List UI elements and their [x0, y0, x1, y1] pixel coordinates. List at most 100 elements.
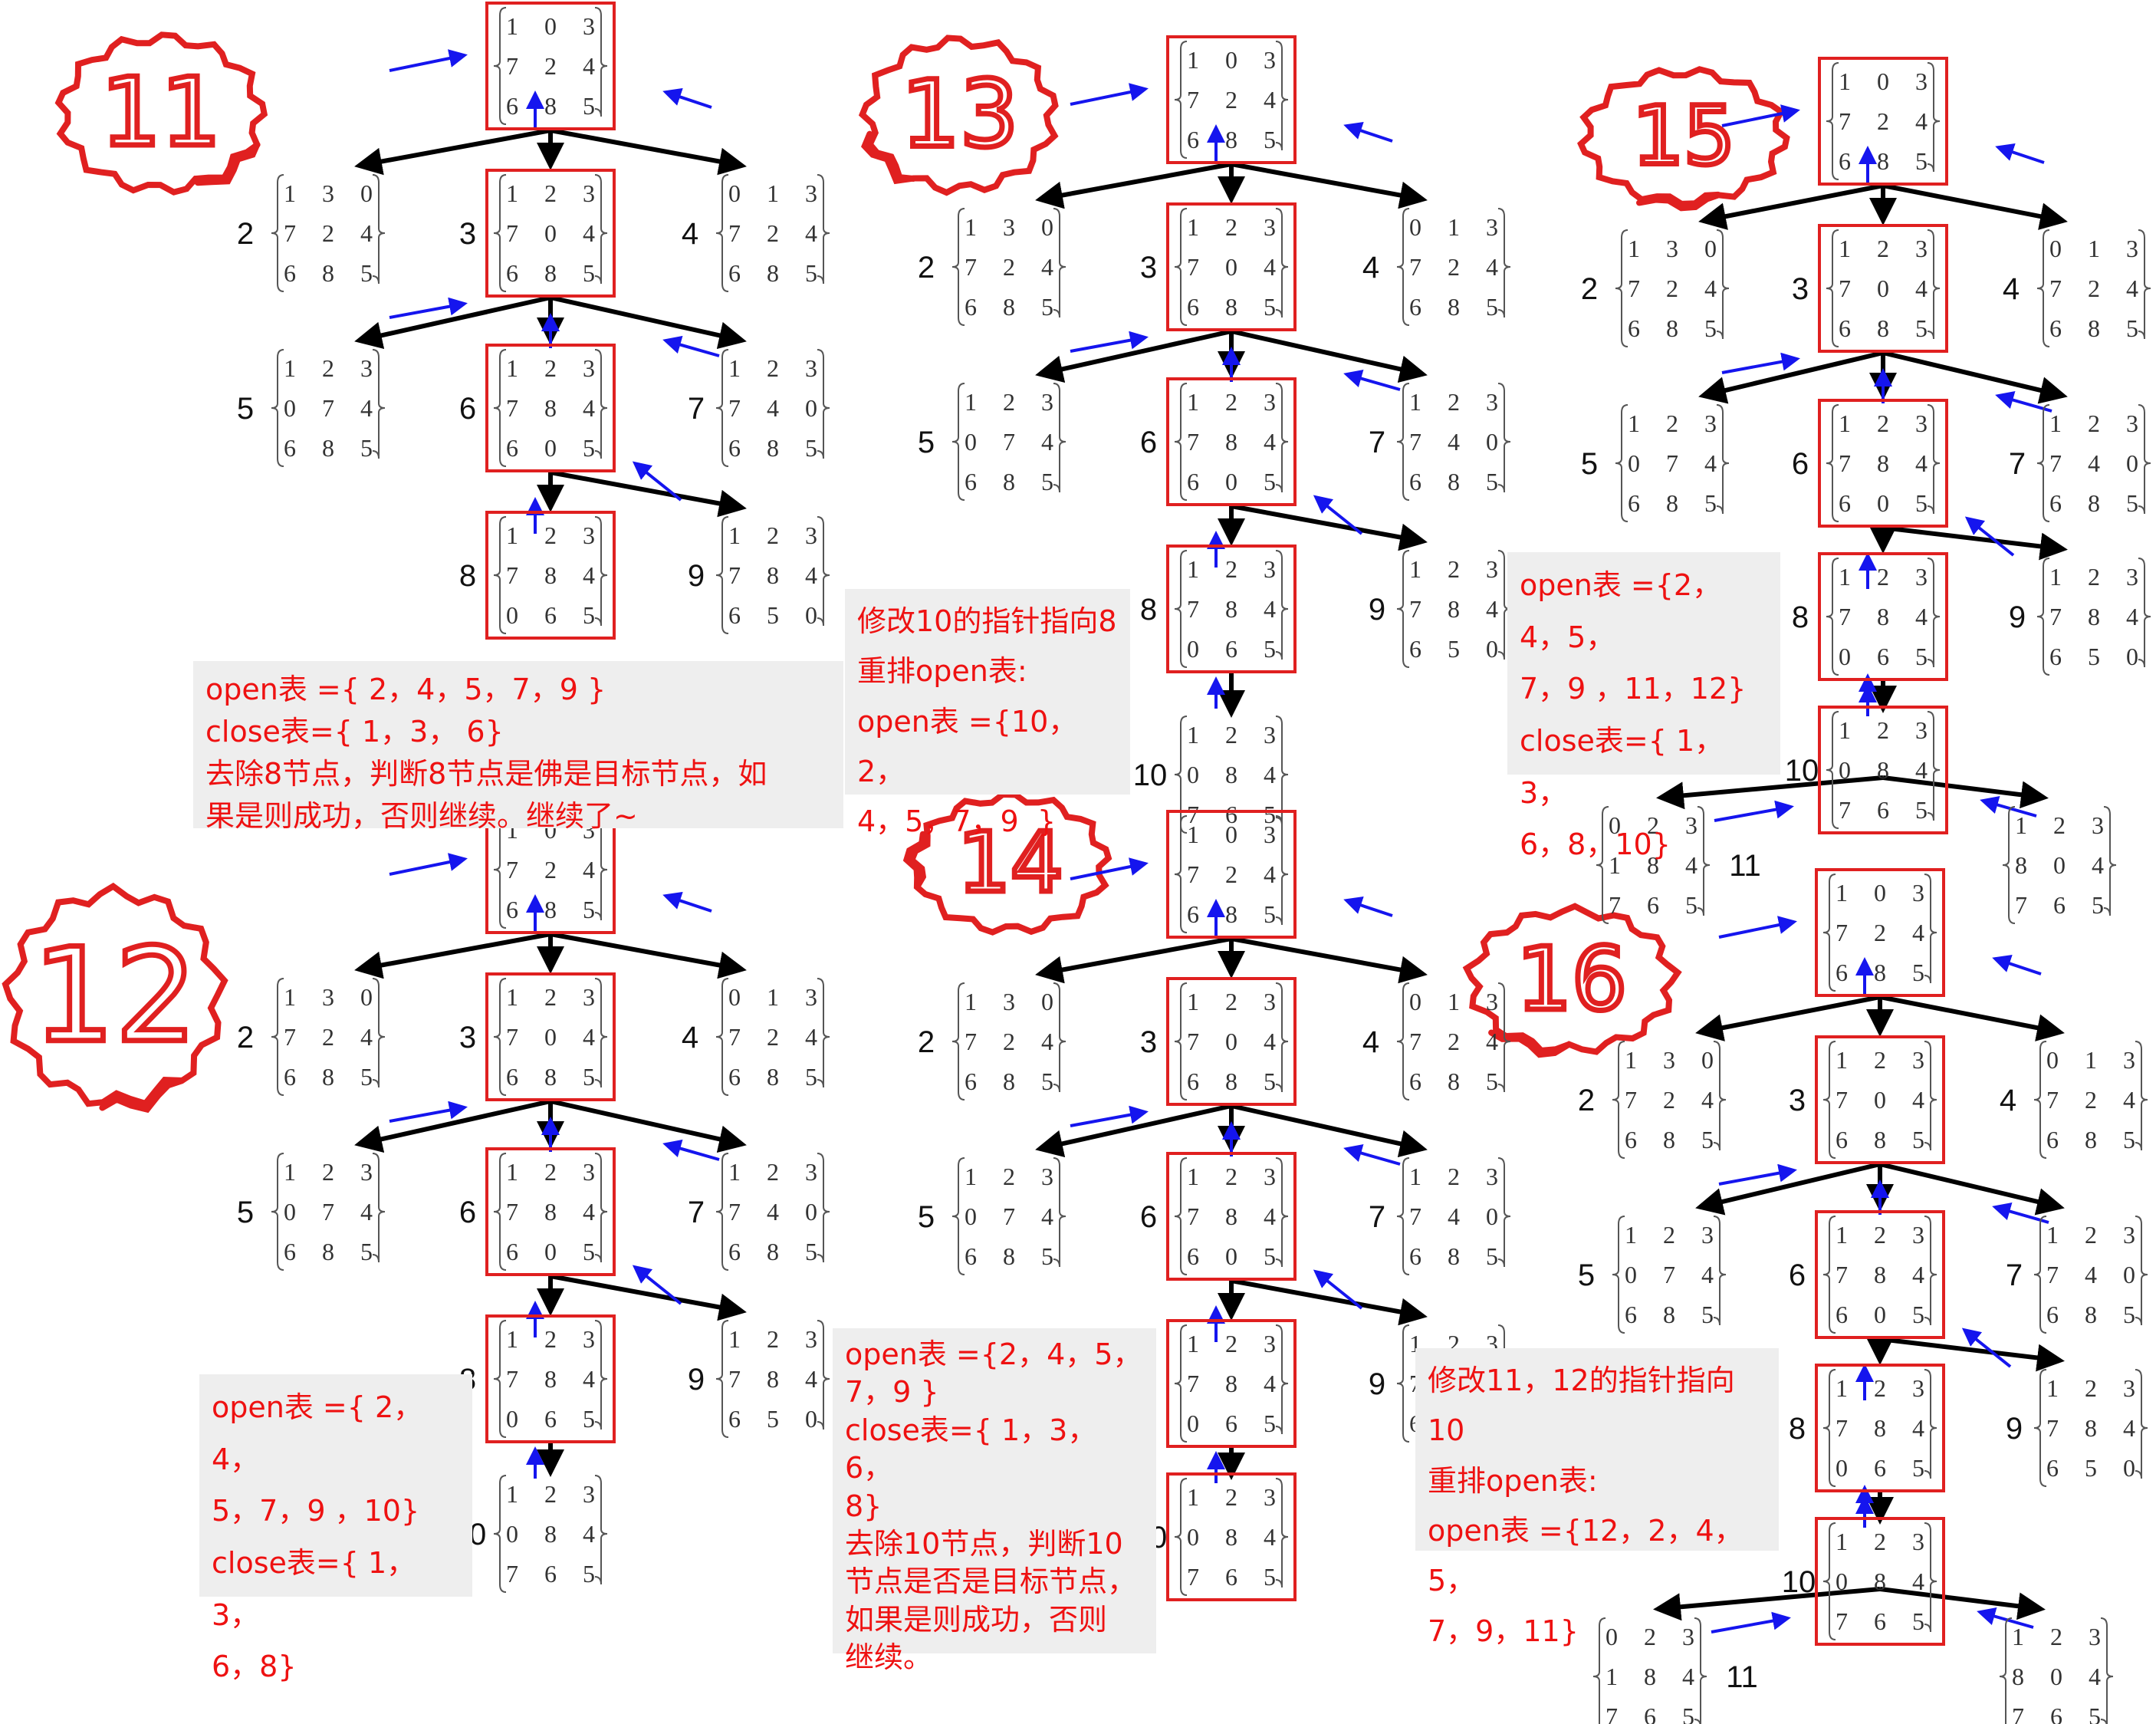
matrix-cell: 6	[1187, 1242, 1199, 1270]
matrix-cell: 1	[1836, 1221, 1848, 1249]
matrix-cell: 6	[965, 468, 977, 495]
node-label: 4	[2003, 272, 2020, 306]
parent-pointer	[1343, 121, 1393, 143]
parent-pointer	[1995, 390, 2052, 413]
matrix-cell: 3	[583, 354, 595, 382]
right-brace	[1275, 1324, 1289, 1435]
matrix-cell: 2	[1225, 388, 1237, 416]
matrix-cell: 0	[1187, 1523, 1199, 1551]
matrix-cell: 7	[1187, 595, 1199, 623]
parent-pointer	[1992, 954, 2042, 976]
matrix-cell: 5	[767, 1405, 779, 1433]
matrix-cell: 2	[1448, 1163, 1460, 1190]
matrix-cell: 2	[1225, 721, 1237, 748]
matrix-cell: 3	[1915, 563, 1928, 591]
matrix-cell: 6	[1225, 1563, 1237, 1591]
left-brace	[2036, 404, 2050, 522]
matrix-cell: 5	[1264, 900, 1276, 928]
matrix-cell: 4	[2088, 449, 2100, 477]
matrix-cell: 8	[1877, 314, 1889, 342]
matrix-cell: 5	[1915, 643, 1928, 670]
tree-edge	[1035, 1104, 1232, 1158]
matrix-cell: 2	[1448, 1028, 1460, 1055]
note-line: 重排open表:	[857, 654, 1027, 689]
matrix-cell: 5	[1685, 891, 1698, 919]
matrix-cell: 1	[1605, 1663, 1618, 1690]
matrix-cell: 7	[1187, 86, 1199, 114]
mark-number: 15	[1632, 89, 1735, 183]
parent-pointer	[389, 1101, 468, 1123]
matrix-cell: 2	[1003, 253, 1015, 281]
matrix-cell: 4	[2126, 275, 2138, 302]
left-brace	[2036, 558, 2050, 676]
matrix-cell: 3	[1264, 721, 1276, 748]
matrix-cell: 5	[1264, 126, 1276, 153]
matrix-cell: 1	[1409, 1163, 1421, 1190]
right-brace	[594, 349, 608, 459]
matrix-cell: 5	[1912, 1454, 1924, 1482]
matrix-cell: 5	[805, 1063, 817, 1091]
matrix-cell: 3	[1486, 213, 1498, 241]
left-brace	[951, 383, 965, 501]
left-brace	[493, 1153, 507, 1271]
node-label: 9	[2009, 600, 2026, 634]
parent-pointer	[1070, 83, 1149, 106]
matrix-cell: 1	[1187, 1483, 1199, 1511]
matrix-cell: 7	[284, 1023, 296, 1051]
matrix-cell: 4	[1486, 595, 1498, 623]
matrix-cell: 3	[583, 1480, 595, 1508]
tree-edge	[1231, 162, 1428, 209]
left-brace	[2033, 1369, 2047, 1487]
right-brace	[817, 516, 830, 627]
matrix-cell: 4	[1264, 428, 1276, 456]
tree-edge	[1882, 775, 2049, 809]
matrix-cell: 2	[767, 1325, 779, 1353]
matrix-cell: 8	[1225, 293, 1237, 321]
matrix-cell: 4	[583, 856, 595, 883]
tree-edge	[1231, 1104, 1428, 1158]
matrix-cell: 4	[1041, 428, 1053, 456]
matrix-cell: 0	[805, 1405, 817, 1433]
matrix-cell: 6	[1839, 489, 1851, 517]
tree-edges-layer	[354, 49, 2068, 1634]
matrix-cell: 4	[1912, 919, 1924, 946]
parent-pointer	[662, 87, 712, 109]
matrix-cell: 8	[1448, 1068, 1460, 1095]
matrix-cell: 8	[1666, 314, 1678, 342]
matrix-cell: 0	[544, 1023, 557, 1051]
matrix-cell: 6	[544, 601, 557, 629]
matrix-cell: 1	[1836, 1528, 1848, 1555]
node-label: 5	[237, 392, 254, 426]
note-line: close表={ 1，3，	[212, 1545, 416, 1632]
right-brace	[1275, 1157, 1289, 1268]
matrix-cell: 1	[1187, 988, 1199, 1015]
panel-mark-13: 13	[858, 35, 1059, 196]
matrix-cell: 7	[2049, 449, 2062, 477]
left-brace	[1612, 1041, 1625, 1159]
matrix-cell: 2	[767, 521, 779, 549]
node-highlight-box	[485, 972, 616, 1101]
node-label: 5	[918, 426, 935, 459]
matrix-cell: 8	[1225, 1068, 1237, 1095]
matrix-cell: 6	[1187, 1068, 1199, 1095]
matrix-cell: 3	[1264, 988, 1276, 1015]
matrix-cell: 6	[284, 434, 296, 462]
right-brace	[1924, 1216, 1937, 1326]
matrix-cell: 3	[1682, 1623, 1694, 1650]
matrix-cell: 6	[728, 1238, 741, 1265]
matrix-cell: 6	[1874, 1607, 1886, 1635]
right-brace	[1275, 716, 1289, 826]
matrix-cell: 2	[1666, 275, 1678, 302]
matrix-cell: 4	[1448, 1203, 1460, 1230]
matrix-cell: 5	[1915, 147, 1928, 175]
matrix-cell: 0	[1187, 635, 1199, 663]
matrix-cell: 6	[2053, 891, 2066, 919]
matrix-cell: 0	[506, 1520, 518, 1548]
